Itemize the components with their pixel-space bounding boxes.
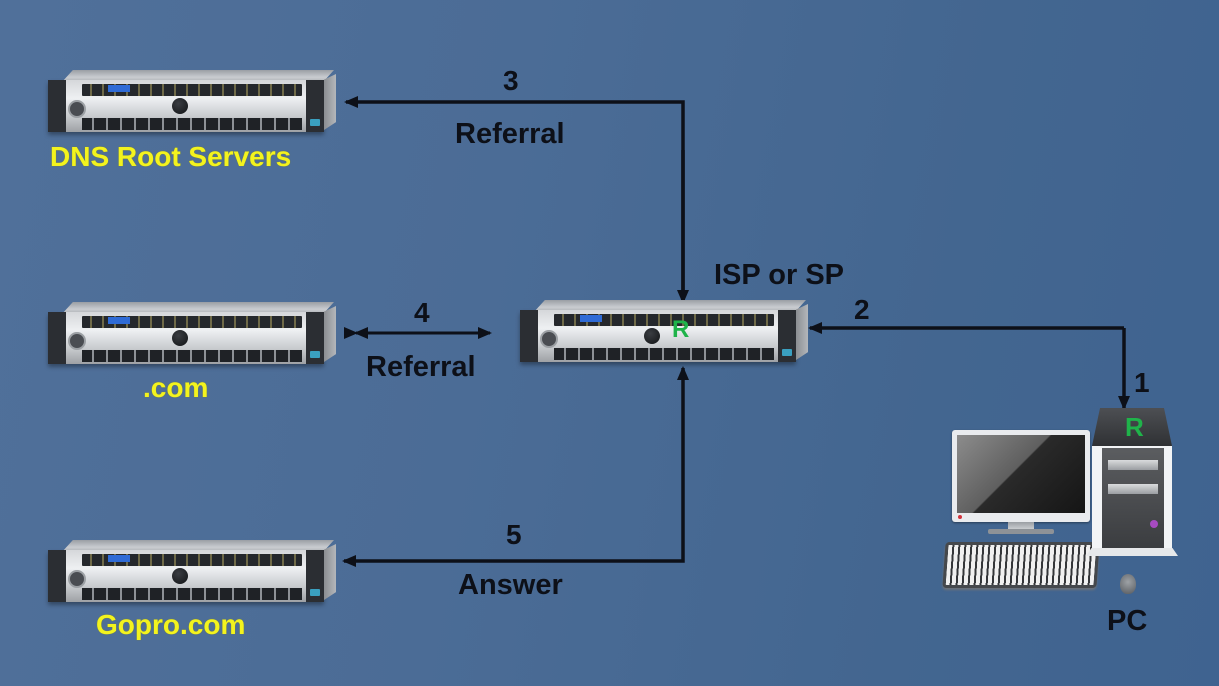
step-number-2: 2: [854, 294, 870, 325]
mouse-icon: [1120, 574, 1136, 594]
desktop-computer-icon: R: [940, 408, 1180, 598]
step-number-4: 4: [414, 297, 430, 328]
resolver-mark: R: [672, 316, 690, 343]
node-label-authoritative: Gopro.com: [96, 609, 246, 640]
node-label-tld: .com: [143, 372, 209, 403]
arrow-step-4-left-head: [354, 327, 368, 339]
monitor-icon: [952, 430, 1090, 522]
resolver-mark: R: [1125, 412, 1144, 442]
step-caption-5: Answer: [458, 569, 563, 601]
step-caption-4: Referral: [366, 351, 476, 383]
step-number-3: 3: [503, 65, 519, 96]
step-number-5: 5: [506, 519, 522, 550]
rack-server-icon: [48, 302, 338, 372]
rack-server-icon: R: [520, 300, 810, 370]
arrow-step-5-up-head: [677, 366, 689, 380]
tower-icon: R: [1086, 408, 1178, 556]
node-label-isp: ISP or SP: [714, 259, 845, 291]
rack-server-icon: [48, 540, 338, 610]
step-caption-3: Referral: [455, 118, 565, 150]
node-label-pc: PC: [1107, 605, 1148, 637]
step-number-1: 1: [1134, 367, 1150, 398]
arrow-step-5: [342, 368, 685, 567]
keyboard-icon: [942, 542, 1100, 588]
node-label-root: DNS Root Servers: [50, 141, 292, 172]
rack-server-icon: [48, 70, 338, 140]
